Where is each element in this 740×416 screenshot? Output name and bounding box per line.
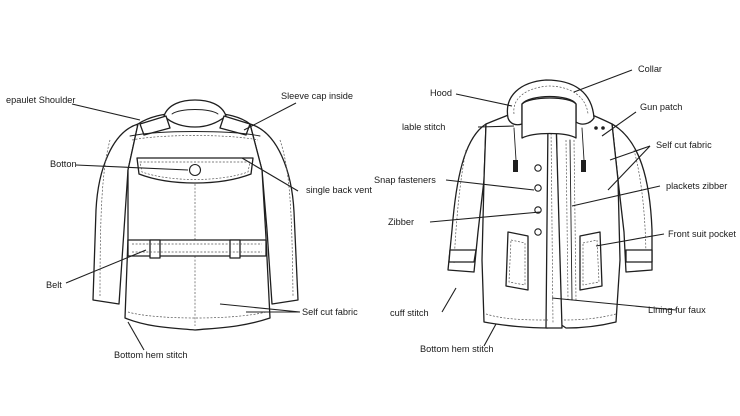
left-pocket: [505, 231, 529, 291]
front-body-right: [555, 109, 621, 329]
front-view-jacket: [447, 79, 653, 329]
label-collar: Collar: [638, 64, 662, 74]
label-cuff-stitch: cuff stitch: [390, 308, 429, 318]
label-gun-patch: Gun patch: [640, 102, 682, 112]
label-zibber: Zibber: [388, 217, 414, 227]
label-hood: Hood: [430, 88, 452, 98]
front-body-left: [481, 109, 553, 329]
drawstring-left: [513, 160, 518, 172]
left-leaders: [65, 102, 301, 351]
label-snap-fasteners: Snap fasteners: [374, 175, 436, 185]
snap-2: [534, 184, 542, 192]
front-collar: [521, 97, 577, 139]
label-plackets-zibber: plackets zibber: [666, 181, 727, 191]
drawstring-right: [581, 160, 586, 172]
label-lining-fur-faux: Lining fur faux: [648, 305, 706, 315]
right-epaulet: [219, 115, 251, 136]
left-labels: epaulet Shoulder Sleeve cap inside Botto…: [6, 91, 372, 360]
left-epaulet: [139, 115, 171, 136]
snap-1: [534, 164, 542, 172]
label-front-suit-pocket: Front suit pocket: [668, 229, 736, 239]
back-belt: [127, 239, 267, 257]
label-bottom-hem-stitch-left: Bottom hem stitch: [114, 350, 188, 360]
label-single-back-vent: single back vent: [306, 185, 372, 195]
back-button: [188, 163, 202, 177]
label-self-cut-fabric-right: Self cut fabric: [656, 140, 712, 150]
label-belt: Belt: [46, 280, 62, 290]
label-self-cut-fabric-left: Self cut fabric: [302, 307, 358, 317]
back-body: [124, 112, 271, 331]
label-lable-stitch: lable stitch: [402, 122, 445, 132]
label-epaulet-shoulder: epaulet Shoulder: [6, 95, 75, 105]
right-leaders: [429, 69, 677, 347]
label-botton: Botton: [50, 159, 77, 169]
label-sleeve-cap-inside: Sleeve cap inside: [281, 91, 353, 101]
front-left-sleeve: [447, 123, 487, 273]
right-pocket: [579, 231, 603, 291]
snap-4: [534, 228, 542, 236]
label-bottom-hem-stitch-right: Bottom hem stitch: [420, 344, 494, 354]
back-view-jacket: [92, 99, 299, 331]
right-labels: Collar Hood Gun patch lable stitch Self …: [374, 64, 736, 354]
